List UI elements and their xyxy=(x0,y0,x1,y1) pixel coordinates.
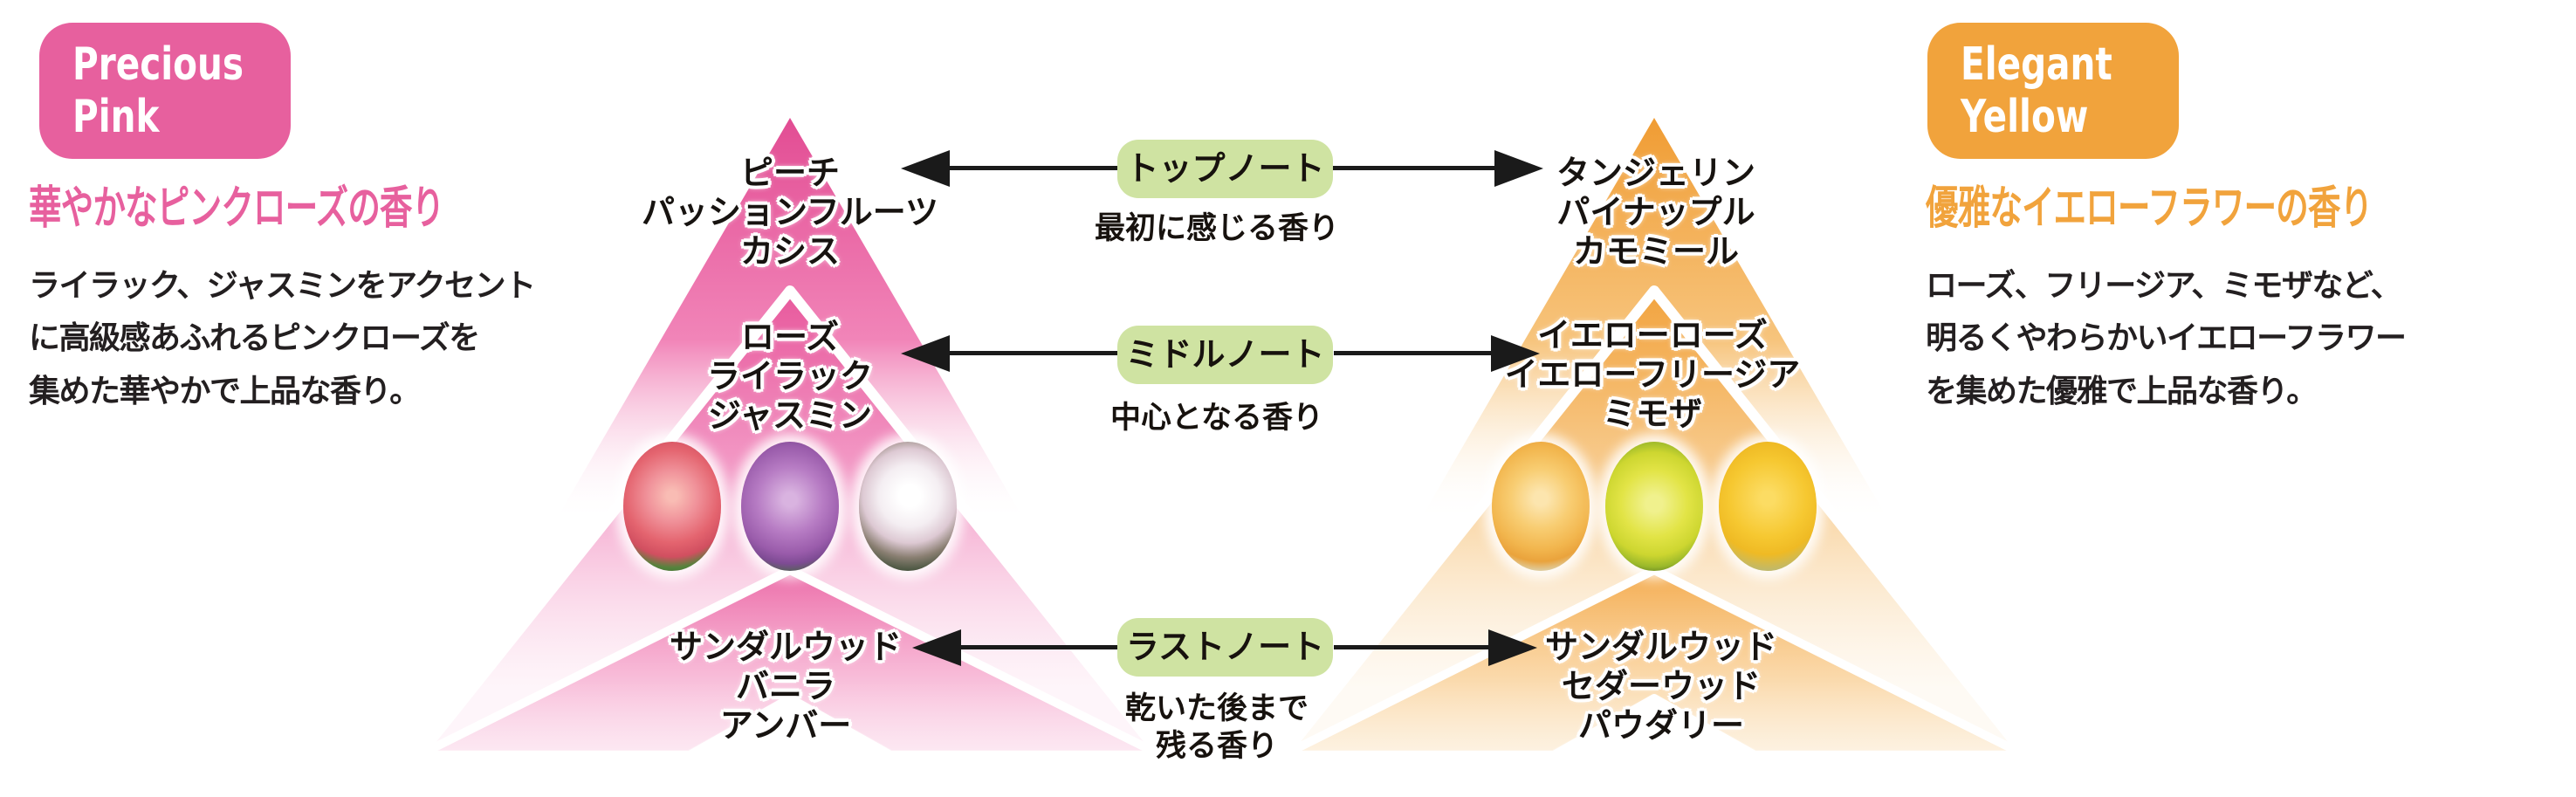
arrow-shaft xyxy=(954,645,1117,649)
note: カシス xyxy=(739,232,841,271)
yellow-heading: 優雅なイエローフラワーの香り xyxy=(1926,182,2373,235)
last-note-badge: ラストノート xyxy=(1117,618,1333,677)
yellow-last-notes: サンダルウッド セダーウッド パウダリー xyxy=(1545,628,1777,745)
arrow-left-icon xyxy=(901,335,950,372)
mimosa-photo xyxy=(1719,442,1817,571)
note: サンダルウッド xyxy=(1544,628,1778,666)
last-note-caption-line1: 乾いた後まで xyxy=(1124,691,1309,726)
note: カモミール xyxy=(1572,232,1740,271)
arrow-right-icon xyxy=(1488,629,1537,666)
arrow-shaft xyxy=(1333,166,1499,170)
pink-top-notes: ピーチ パッションフルーツ カシス xyxy=(642,154,938,271)
middle-note-caption: 中心となる香り xyxy=(1110,401,1323,436)
note: ローズ xyxy=(740,318,840,356)
badge-line: Yellow xyxy=(1961,91,2089,144)
pink-rose-photo xyxy=(623,442,721,571)
arrow-right-icon xyxy=(1494,150,1543,187)
note: パッションフルーツ xyxy=(641,193,939,231)
note: パウダリー xyxy=(1577,706,1745,745)
arrow-shaft xyxy=(943,166,1117,170)
pink-middle-notes: ローズ ライラック ジャスミン xyxy=(707,318,873,436)
note: パイナップル xyxy=(1556,193,1755,231)
pink-description-line: ライラック、ジャスミンをアクセント xyxy=(29,268,536,304)
badge-line: Precious xyxy=(72,38,244,91)
badge-line: Pink xyxy=(72,91,160,144)
note: ミモザ xyxy=(1602,395,1702,433)
yellow-freesia-photo xyxy=(1605,442,1703,571)
note: タンジェリン xyxy=(1556,154,1756,192)
note: イエローフリージア xyxy=(1504,355,1801,394)
elegant-yellow-badge: Elegant Yellow xyxy=(1927,23,2179,159)
note: アンバー xyxy=(719,706,852,745)
arrow-right-icon xyxy=(1491,335,1540,372)
yellow-top-notes: タンジェリン パイナップル カモミール xyxy=(1556,154,1755,271)
top-note-caption: 最初に感じる香り xyxy=(1094,211,1340,246)
precious-pink-badge: Precious Pink xyxy=(39,23,291,159)
last-note-caption-line2: 残る香り xyxy=(1155,729,1279,764)
note: ライラック xyxy=(706,357,874,395)
top-note-badge: トップノート xyxy=(1117,140,1333,198)
arrow-shaft xyxy=(1334,645,1490,649)
middle-note-badge: ミドルノート xyxy=(1117,326,1333,384)
note: バニラ xyxy=(735,667,836,705)
arrow-shaft xyxy=(1334,351,1493,355)
arrow-left-icon xyxy=(912,629,961,666)
note: ピーチ xyxy=(739,154,841,192)
yellow-description-line: ローズ、フリージア、ミモザなど、 xyxy=(1926,268,2402,304)
note: サンダルウッド xyxy=(669,628,903,666)
note: セダーウッド xyxy=(1561,667,1762,705)
pink-description-line: に高級感あふれるピンクローズを xyxy=(29,320,480,356)
badge-line: Elegant xyxy=(1961,38,2112,91)
yellow-rose-photo xyxy=(1492,442,1590,571)
arrow-shaft xyxy=(943,351,1117,355)
yellow-description-line: を集めた優雅で上品な香り。 xyxy=(1926,374,2318,409)
lilac-photo xyxy=(741,442,839,571)
pink-heading: 華やかなピンクローズの香り xyxy=(29,182,444,235)
arrow-left-icon xyxy=(901,150,950,187)
jasmine-photo xyxy=(859,442,957,571)
yellow-description-line: 明るくやわらかいイエローフラワー xyxy=(1926,320,2407,356)
note: ジャスミン xyxy=(707,396,873,435)
pink-last-notes: サンダルウッド バニラ アンバー xyxy=(670,628,902,745)
note: イエローローズ xyxy=(1537,316,1768,354)
pink-description-line: 集めた華やかで上品な香り。 xyxy=(29,374,421,409)
yellow-middle-notes: イエローローズ イエローフリージア ミモザ xyxy=(1505,316,1801,434)
